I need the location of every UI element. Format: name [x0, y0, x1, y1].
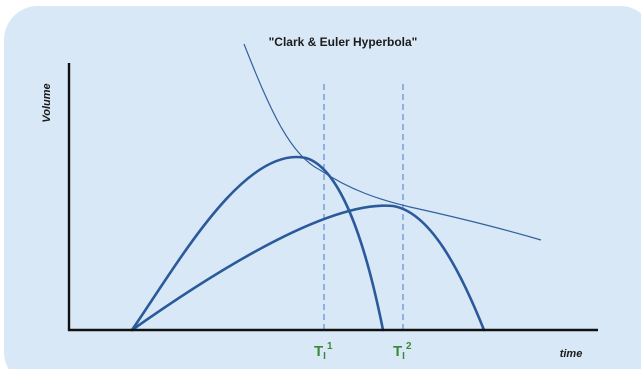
diagram-title: "Clark & Euler Hyperbola" — [269, 35, 418, 49]
t1-marker-sub: I — [323, 351, 326, 362]
t2-marker-sub: I — [402, 351, 405, 362]
t2-marker-sup: 2 — [406, 341, 412, 352]
t2-marker-base: T — [393, 343, 402, 360]
growth-curve-1 — [130, 155, 385, 332]
t1-marker-sup: 1 — [327, 341, 333, 352]
t1-marker-base: T — [314, 343, 323, 360]
y-axis-label: Volume — [41, 83, 53, 122]
svg-text:TI2: TI2 — [393, 341, 412, 362]
diagram-panel — [4, 6, 641, 369]
growth-curve-2 — [130, 204, 486, 332]
hyperbola-curve — [243, 43, 542, 241]
t2-marker: TI2 — [393, 341, 412, 362]
svg-text:TI1: TI1 — [314, 341, 333, 362]
x-axis-label: time — [560, 348, 583, 360]
t1-marker: TI1 — [314, 341, 333, 362]
